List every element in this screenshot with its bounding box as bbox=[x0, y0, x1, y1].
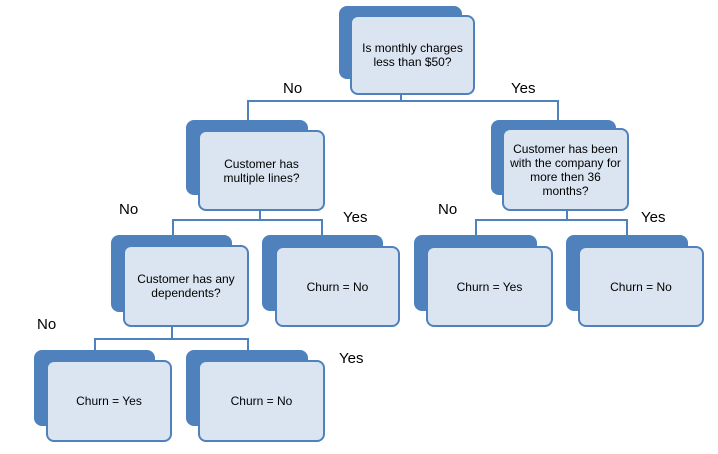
tenure-node-label: Customer has been with the company for m… bbox=[510, 141, 621, 198]
connector-dep-down bbox=[171, 325, 173, 339]
leaf-dep-yes-node: Churn = No bbox=[198, 360, 325, 442]
dependents-node-label: Customer has any dependents? bbox=[137, 272, 235, 300]
edge-label-dep-no: No bbox=[37, 316, 57, 333]
connector-multi-left-drop bbox=[172, 219, 174, 235]
connector-tenure-right-drop bbox=[626, 219, 628, 235]
root-node-label: Is monthly charges less than $50? bbox=[362, 41, 463, 69]
edge-label-root-yes: Yes bbox=[511, 80, 536, 97]
leaf-tenure-no-label: Churn = Yes bbox=[456, 279, 523, 294]
connector-root-down bbox=[400, 93, 402, 101]
leaf-multi-yes-label: Churn = No bbox=[306, 279, 369, 294]
edge-label-multi-no: No bbox=[119, 201, 139, 218]
edge-label-tenure-no: No bbox=[438, 201, 458, 218]
edge-label-dep-yes: Yes bbox=[339, 350, 364, 367]
connector-tenure-horizontal bbox=[475, 219, 628, 221]
connector-tenure-left-drop bbox=[475, 219, 477, 235]
leaf-tenure-yes-node: Churn = No bbox=[578, 246, 704, 327]
connector-multi-horizontal bbox=[172, 219, 323, 221]
edge-label-root-no: No bbox=[283, 80, 303, 97]
dependents-node: Customer has any dependents? bbox=[123, 245, 249, 327]
connector-tenure-down bbox=[566, 209, 568, 220]
tenure-node: Customer has been with the company for m… bbox=[502, 128, 629, 211]
edge-label-tenure-yes: Yes bbox=[641, 209, 666, 226]
leaf-tenure-no-node: Churn = Yes bbox=[426, 246, 553, 327]
connector-dep-horizontal bbox=[94, 338, 249, 340]
leaf-dep-yes-label: Churn = No bbox=[230, 394, 293, 408]
multiple-lines-node-label: Customer has multiple lines? bbox=[223, 156, 300, 185]
connector-root-right-drop bbox=[557, 100, 559, 122]
leaf-dep-no-node: Churn = Yes bbox=[46, 360, 172, 442]
multiple-lines-node: Customer has multiple lines? bbox=[198, 130, 325, 211]
connector-multi-right-drop bbox=[321, 219, 323, 235]
connector-root-left-drop bbox=[247, 100, 249, 122]
root-node: Is monthly charges less than $50? bbox=[350, 15, 475, 95]
leaf-dep-no-label: Churn = Yes bbox=[76, 394, 142, 408]
connector-root-horizontal bbox=[247, 100, 559, 102]
leaf-multi-yes-node: Churn = No bbox=[275, 246, 400, 327]
connector-dep-right-drop bbox=[247, 338, 249, 351]
connector-dep-left-drop bbox=[94, 338, 96, 351]
leaf-tenure-yes-label: Churn = No bbox=[610, 279, 672, 294]
edge-label-multi-yes: Yes bbox=[343, 209, 368, 226]
connector-multi-down bbox=[259, 209, 261, 220]
